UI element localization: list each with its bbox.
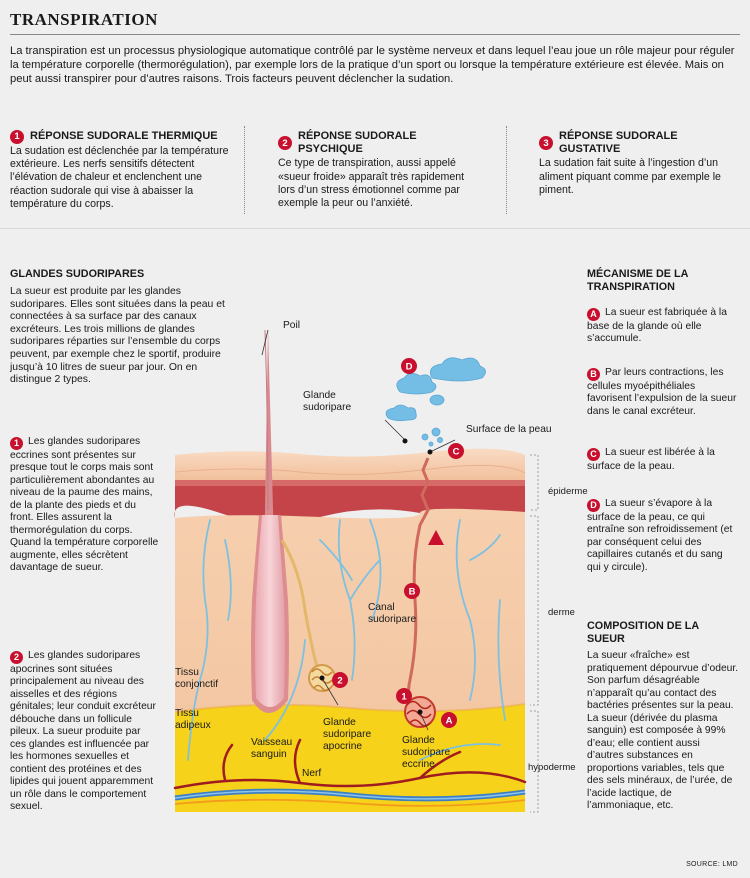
factor-title: RÉPONSE SUDORALE PSYCHIQUE — [298, 130, 417, 156]
factor-number: 2 — [278, 136, 292, 151]
leader-dot — [402, 438, 408, 444]
layer-brackets — [530, 454, 539, 813]
nerve — [174, 798, 526, 807]
marker-1: 1 — [396, 688, 412, 704]
marker-b: B — [404, 583, 420, 599]
blood-vessels — [173, 738, 527, 790]
leader-dot — [427, 449, 433, 455]
composition-title: COMPOSITION DE LA SUEUR — [587, 620, 699, 645]
step-letter: B — [587, 367, 600, 381]
factor-thermique: 1 RÉPONSE SUDORALE THERMIQUE La sudation … — [10, 130, 232, 211]
label-surface: Surface de la peau — [466, 424, 552, 435]
type-number: 2 — [10, 650, 23, 664]
title-divider — [10, 34, 740, 35]
marker-d: D — [401, 358, 417, 374]
factor-gustative: 3 RÉPONSE SUDORALE GUSTATIVE La sudation … — [539, 130, 739, 197]
factor-number: 3 — [539, 136, 553, 151]
glands-intro: La sueur est produite par les glandes su… — [10, 286, 225, 386]
mechanism-title: MÉCANISME DE LA TRANSPIRATION — [587, 268, 688, 293]
evaporation-clouds — [385, 357, 486, 447]
glands-title: GLANDES SUDORIPARES — [10, 268, 145, 280]
svg-text:C: C — [453, 447, 460, 458]
step-letter: A — [587, 307, 600, 321]
marker-2: 2 — [332, 672, 348, 688]
hair — [251, 329, 289, 713]
label-hypoderme: hypoderme — [528, 762, 576, 773]
factor-text: La sudation est déclenchée par la tempér… — [10, 145, 229, 210]
label-nerf: Nerf — [302, 768, 322, 779]
section-divider — [0, 228, 750, 229]
apocrine-text: Les glandes sudoripares apocrines sont s… — [10, 650, 156, 813]
type-number: 1 — [10, 436, 23, 450]
page-title: TRANSPIRATION — [10, 10, 158, 29]
step-text: La sueur est libérée à la surface de la … — [587, 447, 715, 472]
intro-text: La transpiration est un processus physio… — [10, 45, 735, 85]
step-letter: D — [587, 498, 600, 512]
epidermis-layer — [174, 448, 526, 480]
label-tissu-conjonctif: Tissu conjonctif — [175, 667, 219, 690]
svg-text:B: B — [409, 587, 416, 598]
source-note: SOURCE: LMD — [686, 861, 738, 868]
label-derme: derme — [548, 607, 575, 618]
label-poil: Poil — [283, 320, 300, 331]
hypodermis-layer — [174, 703, 526, 812]
step-text: La sueur est fabriquée à la base de la g… — [587, 307, 727, 345]
label-canal: Canal sudoripare — [368, 602, 417, 625]
column-divider — [506, 126, 508, 214]
leader-lines — [321, 419, 456, 731]
leader-dot — [417, 709, 423, 715]
svg-text:2: 2 — [337, 676, 342, 687]
capillaries — [187, 519, 506, 761]
label-tissu-adipeux: Tissu adipeux — [175, 708, 211, 731]
leader-dot — [319, 675, 325, 681]
step-text: Par leurs contractions, les cellules myo… — [587, 367, 737, 417]
main-vein — [174, 788, 526, 802]
marker-c: C — [448, 443, 464, 459]
label-eccrine: Glande sudoripare eccrine — [402, 735, 451, 770]
svg-text:D: D — [406, 362, 413, 373]
composition-text: La sueur «fraîche» est pratiquement dépo… — [587, 650, 739, 811]
factor-title: RÉPONSE SUDORALE THERMIQUE — [30, 130, 218, 143]
markers: D C B A 1 2 — [332, 358, 464, 728]
factor-text: La sudation fait suite à l’ingestion d’u… — [539, 157, 721, 196]
label-epiderme: épiderme — [548, 486, 588, 497]
eccrine-text: Les glandes sudoripares eccrines sont pr… — [10, 436, 159, 574]
factor-text: Ce type de transpiration, aussi appelé «… — [278, 157, 465, 210]
factor-psychique: 2 RÉPONSE SUDORALE PSYCHIQUE Ce type de t… — [278, 130, 474, 210]
label-vaisseau: Vaisseau sanguin — [251, 737, 293, 760]
factor-title: RÉPONSE SUDORALE GUSTATIVE — [559, 130, 678, 156]
column-divider — [244, 126, 246, 214]
label-apocrine: Glande sudoripare apocrine — [323, 717, 372, 752]
step-letter: C — [587, 447, 600, 461]
step-text: La sueur s’évapore à la surface de la pe… — [587, 498, 733, 573]
svg-text:A: A — [446, 716, 453, 727]
label-glande-sudoripare: Glande sudoripare — [303, 390, 352, 413]
dermis-layer — [175, 508, 525, 712]
marker-a: A — [441, 712, 457, 728]
factor-number: 1 — [10, 130, 24, 144]
svg-text:1: 1 — [401, 692, 407, 703]
